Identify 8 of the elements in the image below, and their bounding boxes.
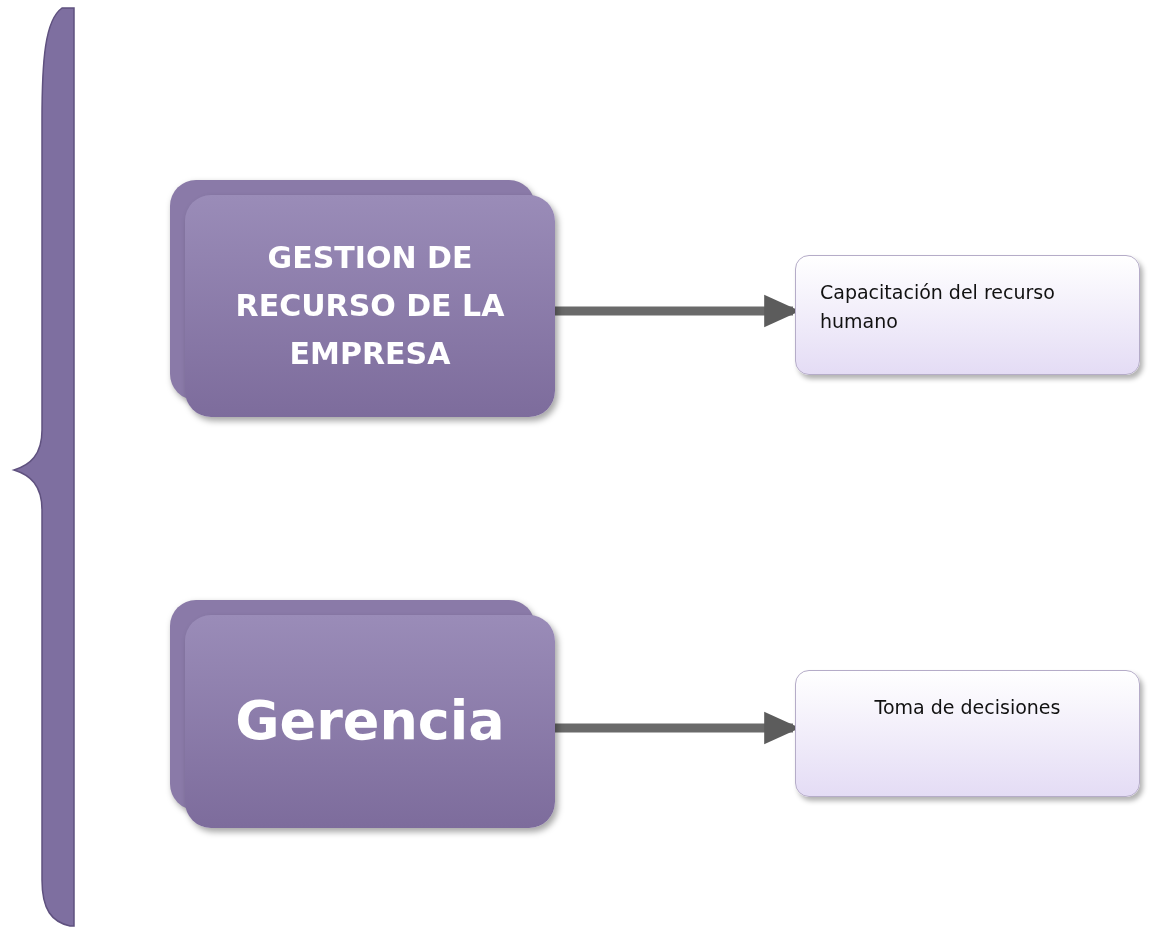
result-box bbox=[795, 670, 1140, 797]
category-box bbox=[185, 195, 555, 417]
box-title: Gerencia bbox=[235, 689, 505, 754]
box-text: Capacitación del recurso humano bbox=[820, 281, 1055, 332]
box-title: GESTION DE RECURSO DE LA EMPRESA bbox=[234, 239, 506, 373]
box-text: Toma de decisiones bbox=[874, 695, 1061, 720]
result-box bbox=[795, 255, 1140, 375]
category-box bbox=[185, 615, 555, 828]
